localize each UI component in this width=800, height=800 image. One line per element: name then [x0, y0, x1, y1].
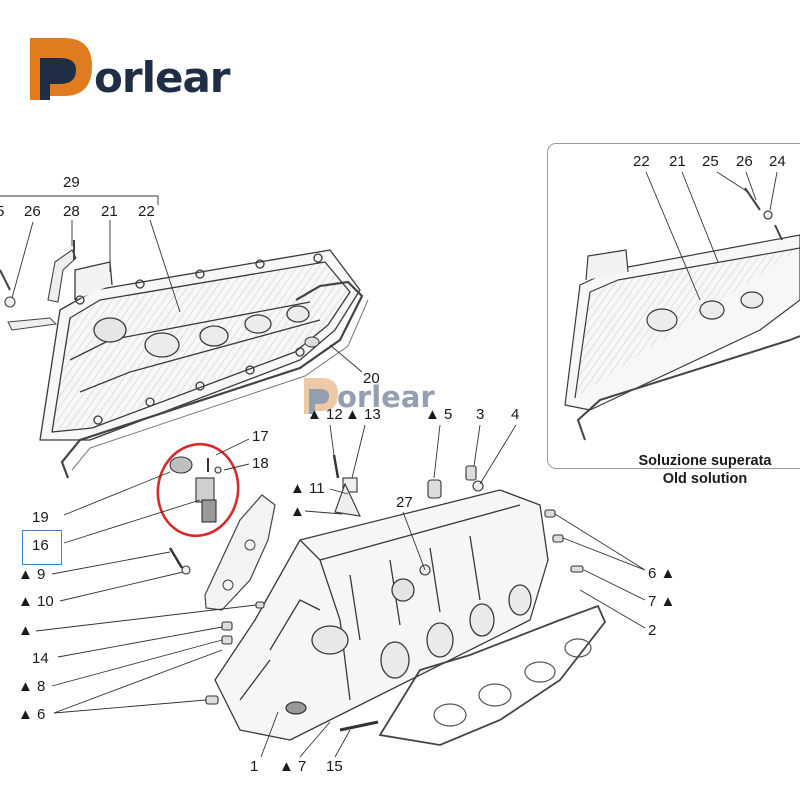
callout-7-bottom: ▲ 7	[279, 758, 307, 775]
gasket-20	[60, 280, 364, 479]
callout-2: 2	[648, 622, 657, 639]
callout-18: 18	[252, 455, 269, 472]
callout-28: 28	[63, 203, 80, 220]
callout-6-right: 6 ▲	[648, 565, 676, 582]
cylinder-head	[214, 489, 549, 741]
brand-name: orlear	[94, 52, 231, 102]
watermark: orlear	[336, 378, 435, 414]
callout-29: 29	[63, 174, 80, 191]
callout-6-left: ▲ 6	[18, 706, 46, 723]
highlight-box	[22, 530, 62, 565]
callout-21-left: 21	[101, 203, 118, 220]
callout-26-left: 26	[24, 203, 41, 220]
callout-12: ▲ 12	[307, 406, 343, 423]
callout-17: 17	[252, 428, 269, 445]
callout-11: ▲ 11	[290, 480, 325, 497]
inset-valve-cover	[564, 187, 800, 441]
callout-22-left: 22	[138, 203, 155, 220]
callout-10: ▲ 10	[18, 593, 54, 610]
callout-16: 16	[32, 537, 49, 554]
inset-caption: Soluzione superata Old solution	[612, 452, 798, 488]
leader-lines	[0, 171, 778, 758]
callout-25-inset: 25	[702, 153, 719, 170]
washer-26	[4, 296, 16, 308]
highlight-circle	[156, 442, 240, 538]
callout-1: 1	[250, 758, 259, 775]
callout-26-inset: 26	[736, 153, 753, 170]
callout-27: 27	[396, 494, 413, 511]
callout-11-triangle: ▲	[290, 503, 305, 520]
solenoid-16	[169, 456, 222, 523]
callout-7-right: 7 ▲	[648, 593, 676, 610]
inset-caption-english: Old solution	[662, 471, 748, 487]
watermark-mark	[304, 378, 338, 414]
watermark-text: orlear	[337, 380, 435, 414]
valve-cover	[39, 249, 361, 441]
callout-13: ▲ 13	[345, 406, 381, 423]
callout-15: 15	[326, 758, 343, 775]
callout-14: 14	[32, 650, 49, 667]
logo-mark	[30, 38, 92, 100]
callout-9: ▲ 9	[18, 566, 46, 583]
callout-19: 19	[32, 509, 49, 526]
callout-20: 20	[363, 370, 380, 387]
callout-21-inset: 21	[669, 153, 686, 170]
solenoid-bracket	[204, 494, 276, 611]
head-gasket-2	[378, 604, 607, 746]
callout-4: 4	[511, 406, 520, 423]
inset-frame	[547, 143, 800, 469]
brand-logo: orlear	[92, 44, 231, 106]
callout-5: ▲ 5	[425, 406, 453, 423]
callout-8: ▲ 8	[18, 678, 46, 695]
inset-caption-italian: Soluzione superata	[638, 453, 772, 469]
callout-3: 3	[476, 406, 485, 423]
callout-24-inset: 24	[769, 153, 786, 170]
bracket-28	[47, 249, 77, 303]
callout-22-inset: 22	[633, 153, 650, 170]
callout-triangle: ▲	[18, 622, 33, 639]
callout-5-left: 5	[0, 203, 5, 220]
